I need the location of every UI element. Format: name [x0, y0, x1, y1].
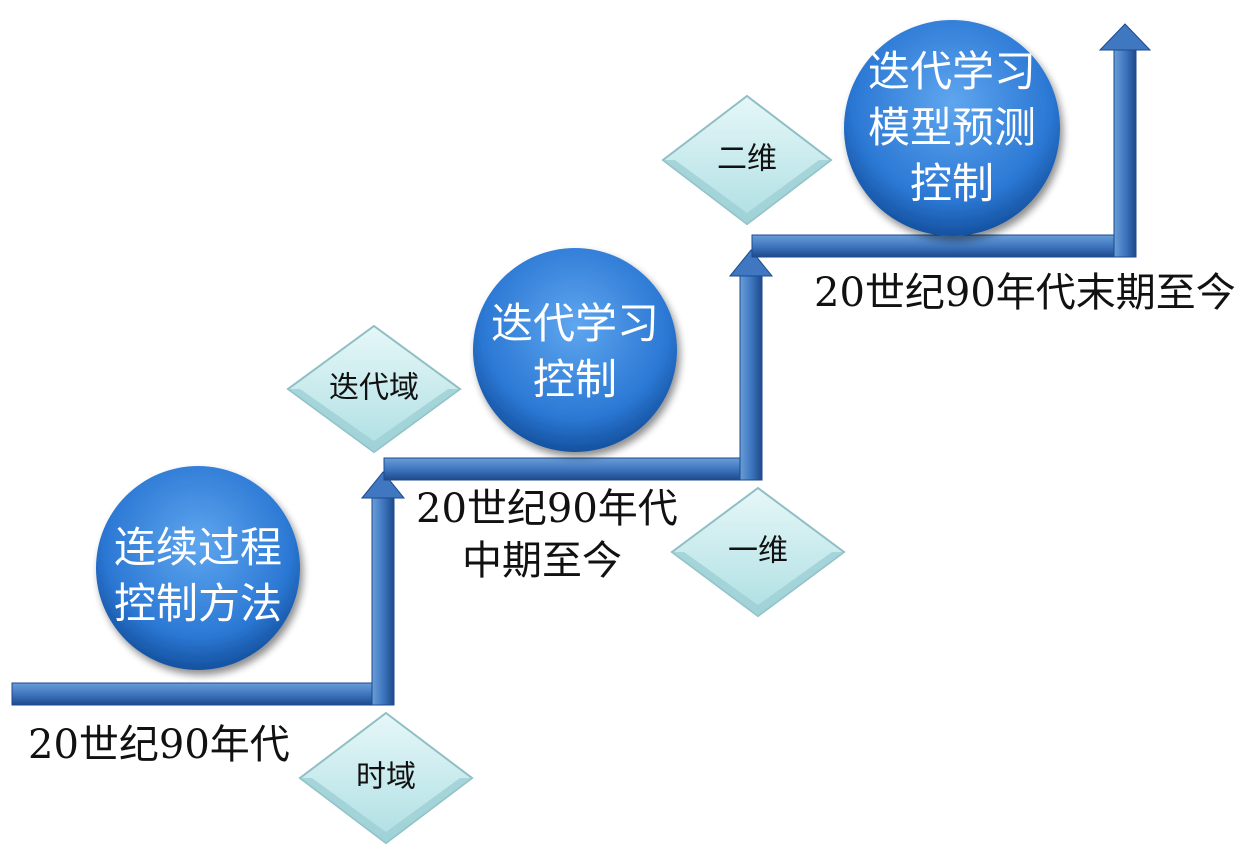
era-label-mid-1990s: 20世纪90年代 — [416, 486, 678, 532]
dimension-iteration-domain: 迭代域 — [286, 324, 462, 454]
path-segment — [751, 234, 1137, 258]
era-label-mid-1990s-line2: 中期至今 — [462, 538, 622, 584]
dimension-label: 迭代域 — [329, 371, 419, 406]
dimension-label: 时域 — [356, 760, 416, 795]
staircase-path — [11, 23, 1152, 706]
dimension-one-dimensional: 一维 — [670, 486, 846, 618]
path-segment — [1113, 43, 1137, 258]
path-segment — [383, 457, 763, 481]
stage-label-line: 控制 — [910, 159, 994, 208]
stage-label-line: 连续过程 — [114, 523, 282, 572]
path-segment — [739, 265, 763, 481]
stage-iterative-learning-control: 迭代学习 控制 — [473, 248, 677, 452]
path-segment — [371, 487, 395, 706]
up-arrowhead — [360, 471, 406, 499]
stage-iterative-learning-mpc: 迭代学习 模型预测 控制 — [844, 20, 1060, 236]
stage-label-line: 模型预测 — [868, 103, 1036, 152]
era-label-late-1990s: 20世纪90年代末期至今 — [814, 270, 1236, 316]
stage-label-line: 控制 — [533, 355, 617, 404]
path-segment — [11, 682, 395, 706]
up-arrowhead — [728, 249, 774, 277]
dimension-label: 二维 — [717, 142, 777, 177]
stage-label-line: 迭代学习 — [868, 47, 1036, 96]
dimension-two-dimensional: 二维 — [661, 94, 833, 226]
dimension-label: 一维 — [728, 534, 788, 569]
era-label-1990s: 20世纪90年代 — [28, 722, 290, 768]
stage-label-line: 迭代学习 — [491, 299, 659, 348]
stage-label-line: 控制方法 — [114, 579, 282, 628]
up-arrowhead — [1098, 23, 1152, 51]
stage-continuous-process-control: 连续过程 控制方法 — [96, 466, 300, 670]
dimension-time-domain: 时域 — [298, 711, 474, 845]
